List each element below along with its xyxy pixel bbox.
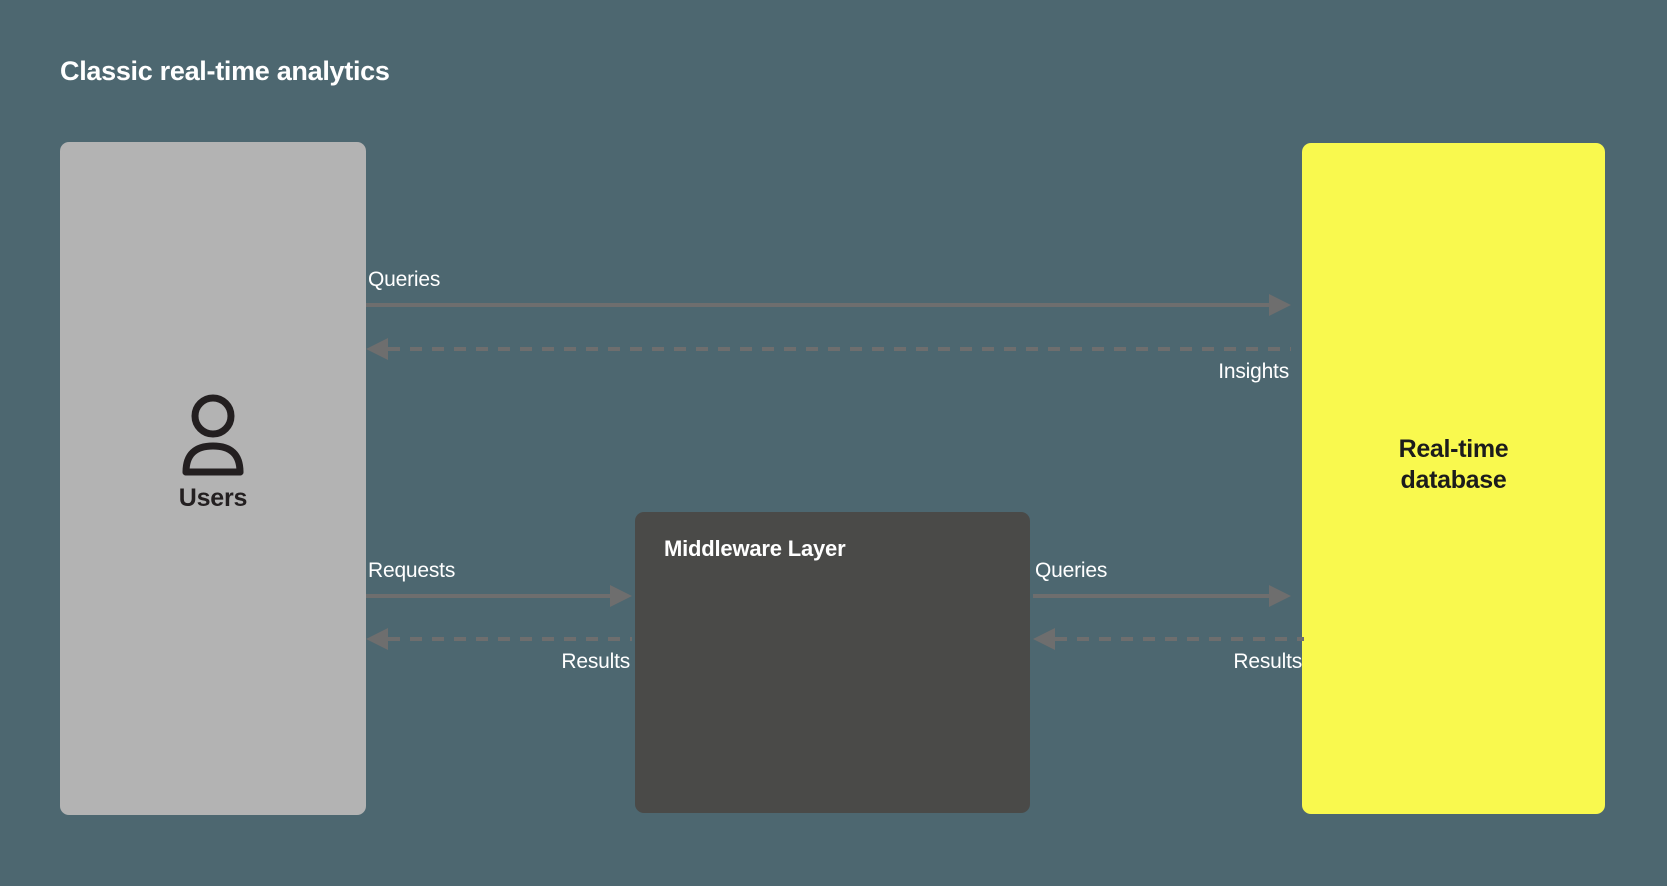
connector-label-queries-top: Queries <box>368 268 441 291</box>
database-label-line1: Real-time <box>1398 435 1509 463</box>
middleware-label: Middleware Layer <box>664 536 846 561</box>
connector-db-to-users-insights: Insights <box>366 336 1291 383</box>
users-label: Users <box>178 484 248 512</box>
user-icon <box>182 394 244 476</box>
node-middleware[interactable]: Middleware Layer <box>635 512 1030 813</box>
node-users[interactable]: Users <box>60 142 366 815</box>
connector-users-to-middleware-requests: Requests <box>366 559 632 609</box>
connector-label-requests: Requests <box>368 559 456 582</box>
connector-db-to-middleware-results: Results <box>1033 626 1304 673</box>
database-label: Real-time database <box>1302 434 1605 496</box>
users-content: Users <box>60 394 366 513</box>
connector-label-queries-bottom: Queries <box>1035 559 1108 582</box>
page-title: Classic real-time analytics <box>60 56 390 86</box>
database-label-line2: database <box>1400 466 1507 494</box>
connector-middleware-to-users-results: Results <box>366 626 632 673</box>
connector-label-insights: Insights <box>1218 360 1289 383</box>
connector-middleware-to-db-queries: Queries <box>1033 559 1291 609</box>
connector-users-to-db-queries: Queries <box>366 268 1291 318</box>
connector-label-results-left: Results <box>561 650 630 673</box>
node-realtime-database[interactable]: Real-time database <box>1302 143 1605 814</box>
connector-label-results-right: Results <box>1233 650 1302 673</box>
